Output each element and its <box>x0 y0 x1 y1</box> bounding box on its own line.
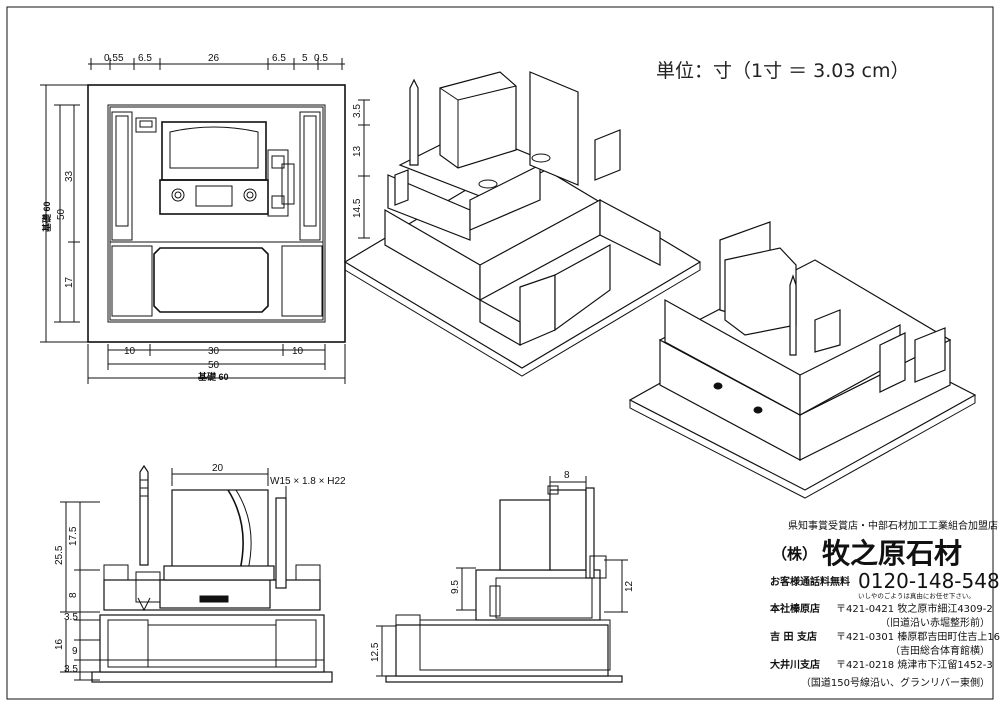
unit-note: 単位：寸（1寸 ＝ 3.03 cm） <box>656 60 909 82</box>
plan-left-mid: 50 <box>56 208 67 220</box>
front-base <box>99 614 325 673</box>
front-left-dim-1: 25.5 <box>54 545 65 565</box>
front-low-dim-2: 16 <box>54 638 65 650</box>
side-plaque <box>549 489 587 571</box>
plan-foundation-outline <box>87 84 346 343</box>
branch-list: 本社榛原店 〒421-0421 牧之原市細江4309-2 （旧道沿い赤堀整形前）… <box>770 602 1000 689</box>
branch-address: 〒421-0421 牧之原市細江4309-2 <box>836 602 993 615</box>
front-elevation: 20 W15 × 1.8 × H22 25.5 17.5 8 3.5 16 9 … <box>54 463 346 683</box>
side-right-dim: 12 <box>624 580 635 592</box>
front-plaque <box>275 497 287 589</box>
company-name: 牧之原石材 <box>822 537 962 570</box>
iso1-plaque <box>529 71 579 186</box>
plan-top-dim-1: 0.5 <box>104 53 118 64</box>
side-headstone <box>499 499 551 571</box>
company-prefix: （株） <box>772 545 817 563</box>
plan-left-part-1: 33 <box>64 170 75 182</box>
front-sotoba <box>139 464 149 566</box>
sheet-border <box>6 6 994 700</box>
plan-inner-outline <box>107 104 326 323</box>
iso2-headstone <box>724 247 797 336</box>
iso-dim-1: 3.5 <box>352 104 363 118</box>
branch-note: （吉田総合体育館横） <box>890 644 990 657</box>
plan-left-part-2: 17 <box>64 276 75 288</box>
plan-bottom-outer: 基礎 60 <box>197 371 229 382</box>
iso1-sotoba <box>409 78 419 166</box>
branch-name: 吉 田 支店 <box>770 630 817 643</box>
front-low-dim-3: 9 <box>72 646 78 657</box>
front-offering <box>159 579 271 609</box>
iso-view-front: 3.5 13 14.5 <box>343 71 702 377</box>
plan-top-dim-7: 0.5 <box>314 53 328 64</box>
front-left-dim-2: 17.5 <box>68 526 79 546</box>
company-award: 県知事賞受賞店・中部石材加工工業組合加盟店 <box>788 519 998 532</box>
side-elevation: 8 9.5 12.5 12 <box>370 470 635 683</box>
plan-bottom-dim-1: 10 <box>124 346 136 357</box>
plan-top-dim-3: 6.5 <box>138 53 152 64</box>
front-headstone <box>171 489 269 571</box>
plan-sotoba-stand <box>267 149 289 217</box>
front-left-dim-3: 8 <box>68 592 79 598</box>
plan-view: 0.5 5 6.5 26 6.5 5 0.5 10 30 10 50 基礎 60… <box>40 53 346 384</box>
branch-address: 〒421-0218 焼津市下江留1452-3 <box>836 658 993 671</box>
branch-note: （旧道沿い赤堀整形前） <box>880 616 990 629</box>
front-top-dim: 20 <box>212 463 224 474</box>
plan-top-dim-6: 5 <box>302 53 308 64</box>
side-left-dim-2: 12.5 <box>370 642 381 662</box>
branch-address: 〒421-0301 榛原郡吉田町住吉上160-2 <box>836 630 1000 643</box>
plan-bottom-dim-3: 10 <box>292 346 304 357</box>
plan-left-outer: 基礎 60 <box>41 201 52 233</box>
side-top-dim: 8 <box>564 470 570 481</box>
side-left-dim-1: 9.5 <box>450 580 461 594</box>
branch-name: 大井川支店 <box>770 658 820 671</box>
iso-view-rear <box>628 221 977 499</box>
plan-top-dim-5: 6.5 <box>272 53 286 64</box>
plan-top-dim-4: 26 <box>208 53 220 64</box>
company-block: 県知事賞受賞店・中部石材加工工業組合加盟店 （株） 牧之原石材 お客様通話料無料… <box>770 519 1000 689</box>
iso1-headstone <box>439 71 517 169</box>
plan-front-section <box>109 241 324 321</box>
phone-label: お客様通話料無料 <box>770 575 850 588</box>
front-low-dim-1: 3.5 <box>64 612 78 623</box>
phone-sub: いしやのごようは真由にお任せ下さい。 <box>858 591 975 600</box>
plan-bottom-dim-2: 30 <box>208 346 220 357</box>
iso-dim-2: 13 <box>352 145 363 157</box>
plan-bottom-mid: 50 <box>208 360 220 371</box>
plan-front-slab <box>153 247 269 313</box>
branch-note: （国道150号線沿い、グランリバー東側） <box>801 676 990 689</box>
front-spec: W15 × 1.8 × H22 <box>270 476 346 487</box>
branch-name: 本社榛原店 <box>770 602 820 615</box>
front-low-dim-4: 3.5 <box>64 664 78 675</box>
phone-number: 0120-148-548 <box>858 569 1000 593</box>
plan-top-dim-2: 5 <box>118 53 124 64</box>
iso-dim-3: 14.5 <box>352 198 363 218</box>
